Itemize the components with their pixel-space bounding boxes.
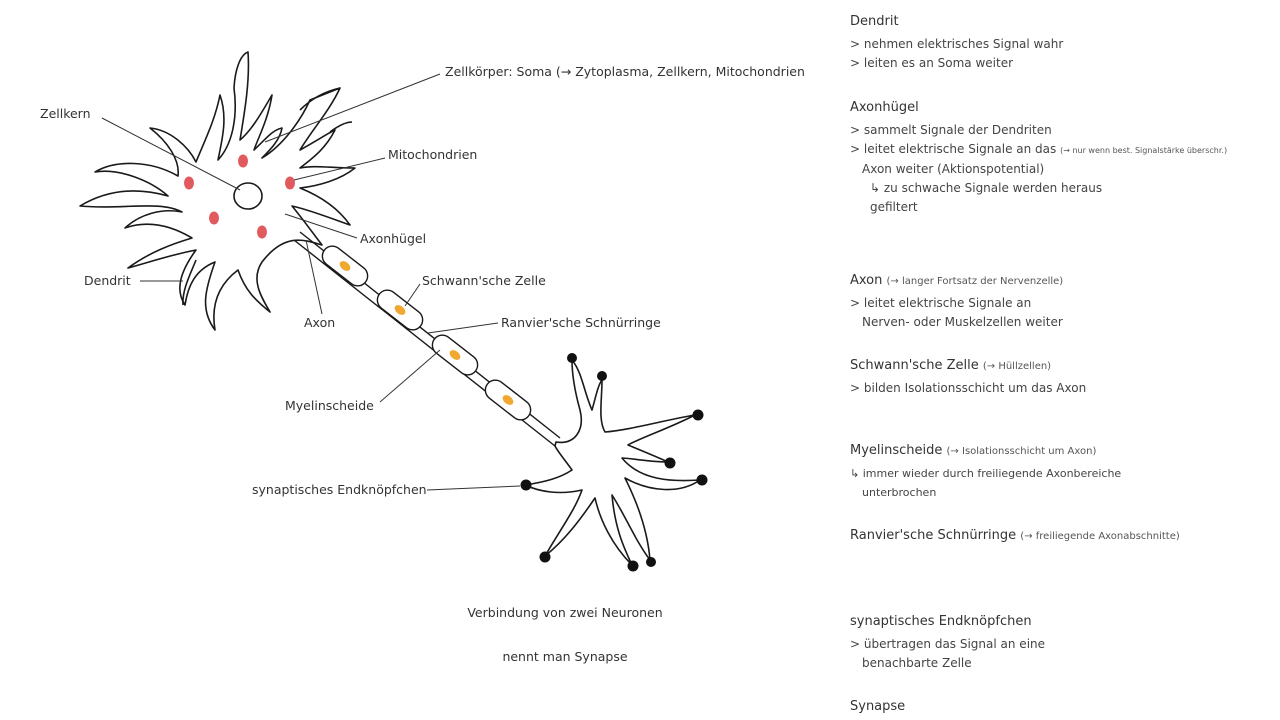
note-myelin: Myelinscheide (→ Isolationsschicht um Ax… [850, 443, 1121, 502]
note-title-text: Axon [850, 273, 883, 288]
caption-line-2: nennt man Synapse [502, 649, 628, 664]
note-endknoepfchen: synaptisches Endknöpfchen > übertragen d… [850, 614, 1045, 673]
note-title: Myelinscheide (→ Isolationsschicht um Ax… [850, 443, 1121, 458]
terminal-button [597, 371, 607, 381]
dendrite-branch [182, 87, 353, 306]
mitochondrion [184, 176, 194, 190]
note-title: Axonhügel [850, 100, 919, 115]
leader-schwann [404, 283, 421, 307]
note-line: > leitet elektrische Signale an [850, 296, 1032, 310]
note-line: > leitet elektrische Signale an das (→ n… [850, 140, 1227, 160]
terminal-button [567, 353, 577, 363]
note-text: > leitet elektrische Signale an das [850, 142, 1057, 156]
schwann-cell [321, 245, 369, 287]
leader-axon [305, 239, 323, 315]
terminal-button [520, 479, 532, 491]
note-line: Nerven- oder Muskelzellen weiter [862, 315, 1063, 329]
note-line: Axon weiter (Aktionspotential) [862, 162, 1045, 176]
note-synapse: Synapse [850, 699, 905, 720]
label-schwann: Schwann'sche Zelle [422, 273, 546, 288]
label-ranvier: Ranvier'sche Schnürringe [501, 315, 661, 330]
note-line: benachbarte Zelle [862, 656, 972, 670]
schwann-nucleus [339, 261, 351, 271]
note-title: synaptisches Endknöpfchen [850, 614, 1032, 629]
note-line: > sammelt Signale der Dendriten [850, 123, 1052, 137]
mitochondrion [238, 154, 248, 168]
note-title: Axon (→ langer Fortsatz der Nervenzelle) [850, 273, 1063, 288]
schwann-cells [321, 245, 532, 421]
terminal-button [646, 557, 656, 567]
schwann-cell [484, 379, 532, 421]
note-title-aside: (→ Isolationsschicht um Axon) [946, 446, 1097, 457]
zellkern-shape [233, 182, 263, 210]
mitochondria [184, 154, 295, 239]
note-title: Dendrit [850, 14, 899, 29]
note-line: > übertragen das Signal an eine [850, 637, 1046, 651]
leader-ranvier [427, 322, 499, 334]
schwann-nucleus [449, 350, 461, 360]
schwann-nucleus [502, 395, 514, 405]
label-zellkern: Zellkern [40, 106, 91, 121]
note-axonhuegel: Axonhügel > sammelt Signale der Dendrite… [850, 100, 1227, 217]
leader-endknoepfchen [426, 485, 521, 491]
note-ranvier: Ranvier'sche Schnürringe (→ freiliegende… [850, 528, 1180, 549]
note-axon: Axon (→ langer Fortsatz der Nervenzelle)… [850, 273, 1063, 332]
terminal-buttons [520, 353, 708, 572]
note-title: Synapse [850, 699, 906, 714]
terminal-button [664, 457, 676, 469]
label-axon: Axon [304, 315, 335, 330]
note-line: > bilden Isolationsschicht um das Axon [850, 381, 1087, 395]
note-title-aside: (→ freiliegende Axonabschnitte) [1020, 531, 1180, 542]
note-title: Schwann'sche Zelle (→ Hüllzellen) [850, 358, 1086, 373]
note-line: > nehmen elektrisches Signal wahr [850, 37, 1064, 51]
note-line: > leiten es an Soma weiter [850, 56, 1014, 70]
schwann-cell [376, 289, 424, 331]
mitochondrion [257, 225, 267, 239]
caption-line-1: Verbindung von zwei Neuronen [467, 605, 663, 620]
note-title-text: Ranvier'sche Schnürringe [850, 528, 1017, 543]
leader-lines [101, 73, 521, 491]
terminal-button [696, 474, 708, 486]
note-line: gefiltert [870, 200, 918, 214]
schwann-cell [431, 334, 479, 376]
label-endknoepfchen: synaptisches Endknöpfchen [252, 482, 427, 497]
mitochondrion [209, 211, 219, 225]
label-dendrit: Dendrit [84, 273, 131, 288]
note-dendrit: Dendrit > nehmen elektrisches Signal wah… [850, 14, 1063, 73]
label-mitochondrien: Mitochondrien [388, 147, 477, 162]
note-title-text: Myelinscheide [850, 443, 943, 458]
label-zellkoerper: Zellkörper: Soma (→ Zytoplasma, Zellkern… [445, 64, 805, 79]
note-aside: (→ nur wenn best. Signalstärke überschr.… [1060, 146, 1228, 155]
note-line: ↳ zu schwache Signale werden heraus [870, 181, 1103, 195]
label-axonhuegel: Axonhügel [360, 231, 426, 246]
axon-terminal-outline [524, 359, 701, 566]
note-title: Ranvier'sche Schnürringe (→ freiliegende… [850, 528, 1180, 543]
note-schwann: Schwann'sche Zelle (→ Hüllzellen) > bild… [850, 358, 1086, 398]
terminal-button [692, 409, 704, 421]
terminal-button [539, 551, 551, 563]
soma-outline [79, 51, 356, 331]
terminal-button [627, 560, 639, 572]
label-myelin: Myelinscheide [285, 398, 374, 413]
note-title-aside: (→ langer Fortsatz der Nervenzelle) [886, 276, 1064, 287]
leader-mitochondrien [293, 157, 386, 181]
leader-zellkern [101, 117, 241, 191]
note-title-text: Schwann'sche Zelle [850, 358, 979, 373]
note-title-aside: (→ Hüllzellen) [982, 361, 1052, 372]
mitochondrion [285, 176, 295, 190]
neuron-diagram: Zellkörper: Soma (→ Zytoplasma, Zellkern… [40, 51, 805, 572]
schwann-nucleus [394, 305, 406, 315]
note-line: unterbrochen [862, 486, 937, 499]
note-line: ↳ immer wieder durch freiliegende Axonbe… [850, 467, 1122, 480]
leader-myelin [379, 349, 441, 403]
leader-zellkoerper [264, 73, 441, 143]
leader-axonhuegel [284, 213, 358, 239]
